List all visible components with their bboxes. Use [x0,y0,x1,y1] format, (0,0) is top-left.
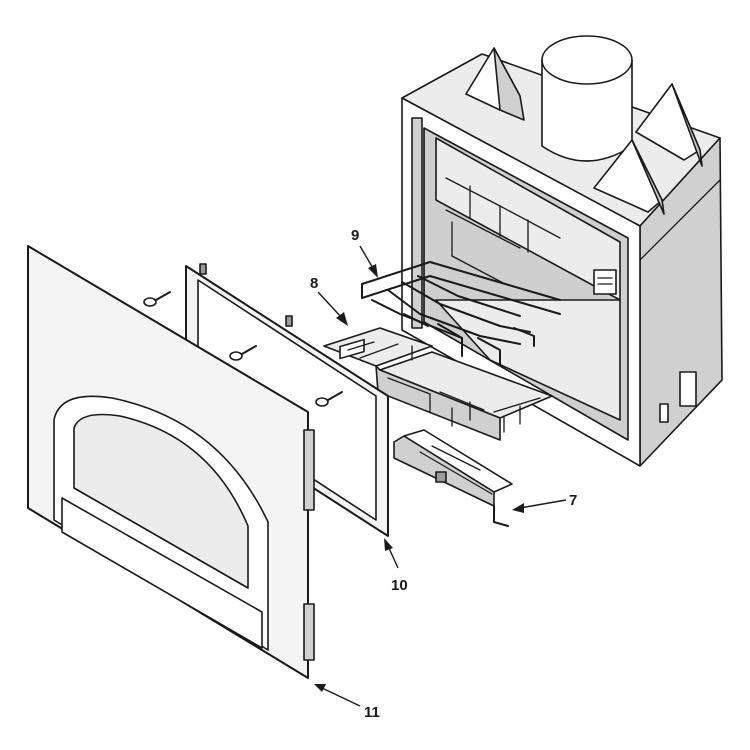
callout-8: 8 [310,275,348,326]
screw-icon [143,291,171,307]
firebrick-liner [323,327,553,441]
screws [143,291,343,407]
callout-10: 10 [384,538,408,594]
top-standoffs [465,47,703,215]
screw-icon [229,345,257,361]
callout-label-9: 9 [351,227,359,244]
callout-9: 9 [351,227,378,278]
screw-icon [315,391,343,407]
callout-label-11: 11 [364,704,380,721]
callout-11: 11 [314,684,380,721]
callout-7: 7 [512,492,577,513]
grate [361,261,561,365]
flue-collar [541,35,633,162]
callout-label-10: 10 [391,577,408,594]
face-panel [27,245,315,679]
callout-label-8: 8 [310,275,318,292]
ash-bracket [393,429,513,527]
callout-label-7: 7 [569,492,577,509]
